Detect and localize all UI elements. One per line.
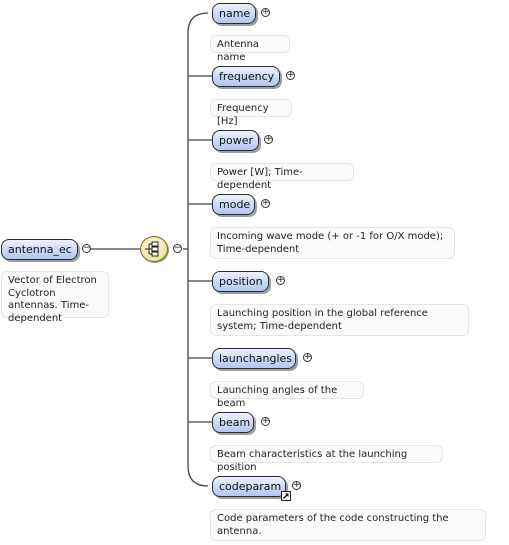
root-element-antenna_ec[interactable]: antenna_ec: [1, 239, 78, 260]
expand-toggle-frequency[interactable]: +: [286, 70, 295, 80]
documentation-beam: Beam characteristics at the launching po…: [210, 445, 443, 473]
root-element-label: antenna_ec: [8, 243, 72, 256]
element-frequency[interactable]: frequency: [212, 66, 280, 87]
element-name[interactable]: name: [212, 3, 256, 24]
documentation-codeparam: Code parameters of the code constructing…: [210, 509, 486, 541]
element-power[interactable]: power: [212, 130, 259, 151]
tree-trunk: [187, 12, 209, 487]
documentation-name: Antenna name: [210, 35, 290, 63]
element-launchangles[interactable]: launchangles: [212, 348, 296, 369]
expand-toggle-launchangles[interactable]: +: [303, 352, 312, 362]
documentation-frequency: Frequency [Hz]: [210, 99, 292, 127]
expand-toggle-mode[interactable]: +: [261, 198, 270, 208]
element-mode[interactable]: mode: [212, 194, 255, 215]
root-documentation: Vector of Electron Cyclotron antennas. T…: [1, 271, 109, 324]
expand-toggle-position[interactable]: +: [276, 275, 285, 285]
element-codeparam[interactable]: codeparam: [212, 476, 286, 497]
sequence-collapse-toggle[interactable]: −: [173, 243, 182, 253]
sequence-compositor[interactable]: [140, 236, 168, 262]
documentation-mode: Incoming wave mode (+ or -1 for O/X mode…: [210, 227, 455, 259]
element-position[interactable]: position: [212, 271, 269, 292]
sequence-compositor-icon: [145, 241, 159, 257]
element-beam[interactable]: beam: [212, 412, 254, 433]
documentation-position: Launching position in the global referen…: [210, 304, 469, 336]
root-collapse-toggle[interactable]: −: [82, 243, 91, 253]
expand-toggle-power[interactable]: +: [264, 134, 273, 144]
expand-toggle-name[interactable]: +: [261, 7, 270, 17]
expand-toggle-beam[interactable]: +: [261, 416, 270, 426]
expand-toggle-codeparam[interactable]: +: [292, 480, 301, 490]
documentation-launchangles: Launching angles of the beam: [210, 381, 364, 409]
reference-arrow-icon: [281, 491, 291, 501]
documentation-power: Power [W]; Time-dependent: [210, 163, 354, 191]
